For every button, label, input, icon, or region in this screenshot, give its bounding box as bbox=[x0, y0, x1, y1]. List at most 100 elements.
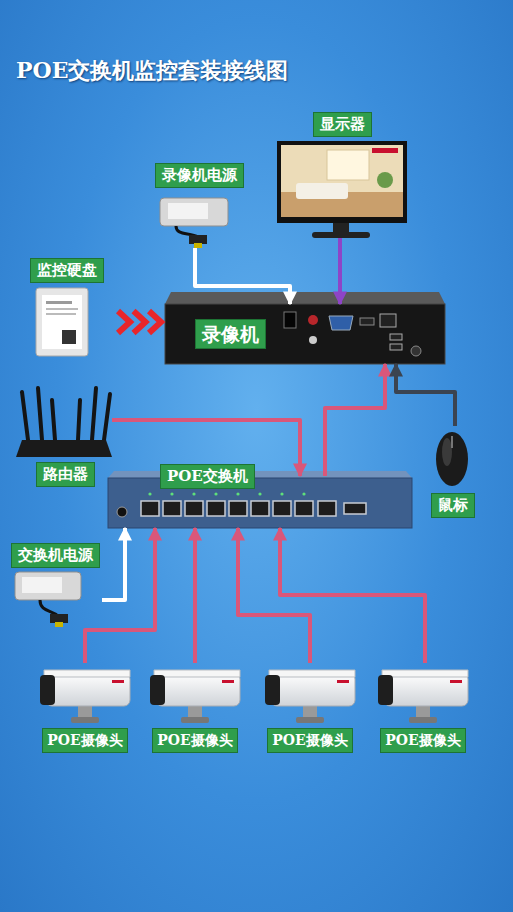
switch-port bbox=[185, 501, 203, 516]
mouse-wheel bbox=[451, 436, 453, 448]
nvr-audio-port bbox=[308, 315, 318, 325]
cable-connector bbox=[238, 528, 310, 663]
node-label: 路由器 bbox=[36, 462, 95, 487]
nvr-usb-port bbox=[390, 334, 402, 340]
hdd-label-line bbox=[46, 308, 78, 310]
switch-port bbox=[251, 501, 269, 516]
router-antenna bbox=[52, 400, 55, 440]
node-label: POE摄像头 bbox=[380, 728, 465, 753]
switch-port bbox=[207, 501, 225, 516]
camera-node: POE摄像头 bbox=[140, 663, 250, 753]
monitor-screen bbox=[281, 145, 403, 217]
mouse-illustration bbox=[436, 432, 468, 486]
diagram-title: POE交换机监控套装接线图 bbox=[16, 56, 288, 86]
monitor-base bbox=[312, 232, 370, 238]
switch-face bbox=[108, 478, 412, 528]
screen-sofa bbox=[296, 183, 348, 199]
adapter-plug-tip bbox=[55, 622, 63, 627]
nvr-adapter-illustration bbox=[160, 198, 228, 248]
power-adapter-node: 交换机电源 bbox=[8, 543, 102, 640]
switch-sfp-port bbox=[344, 503, 366, 514]
node-label: 监控硬盘 bbox=[30, 258, 104, 283]
hdd-illustration bbox=[36, 288, 88, 356]
node-label: POE摄像头 bbox=[267, 728, 352, 753]
node-label: POE交换机 bbox=[160, 464, 255, 489]
cable-connector bbox=[280, 528, 425, 663]
switch-port bbox=[229, 501, 247, 516]
nvr-audio-port bbox=[309, 336, 317, 344]
chevron-arrow bbox=[118, 311, 161, 333]
cable-connector bbox=[102, 528, 125, 600]
power-adapter-node: 录像机电源 bbox=[148, 163, 250, 248]
switch-uplink-port bbox=[318, 501, 336, 516]
router-antenna bbox=[22, 392, 28, 440]
node-label: 交换机电源 bbox=[11, 543, 100, 568]
switch-led bbox=[148, 492, 151, 495]
monitor-node: 显示器 bbox=[275, 112, 409, 238]
screen-window bbox=[327, 150, 369, 180]
camera-illustration bbox=[378, 670, 468, 723]
nvr-top bbox=[165, 292, 445, 304]
monitor-neck bbox=[333, 223, 349, 233]
mouse-node: 鼠标 bbox=[426, 426, 480, 518]
switch-power-port bbox=[117, 507, 127, 517]
camera-node: POE摄像头 bbox=[255, 663, 365, 753]
mouse-body bbox=[436, 432, 468, 486]
node-label: POE摄像头 bbox=[152, 728, 237, 753]
switch-port bbox=[163, 501, 181, 516]
adapter-body bbox=[15, 572, 81, 600]
switch-led bbox=[258, 492, 261, 495]
monitor-logo bbox=[372, 148, 398, 153]
switch-led bbox=[214, 492, 217, 495]
adapter-plug-tip bbox=[194, 243, 202, 248]
cable-connector bbox=[325, 364, 385, 476]
router-antenna bbox=[92, 388, 96, 440]
chevron bbox=[149, 311, 161, 333]
nvr-lan-port bbox=[380, 314, 396, 327]
chevron bbox=[134, 311, 146, 333]
screen-plant bbox=[377, 172, 393, 188]
cable-connector bbox=[396, 364, 455, 426]
switch-port bbox=[295, 501, 313, 516]
monitor-frame bbox=[277, 141, 407, 223]
camera-illustration bbox=[150, 670, 240, 723]
nvr-power-port bbox=[284, 312, 296, 328]
adapter-cord bbox=[40, 600, 58, 616]
router-antenna bbox=[78, 400, 80, 440]
poe-switch-box: POE交换机 bbox=[108, 476, 412, 528]
nvr-illustration bbox=[165, 292, 445, 364]
cable-connector bbox=[338, 238, 342, 304]
switch-led bbox=[280, 492, 283, 495]
switch-led bbox=[236, 492, 239, 495]
switch-led bbox=[302, 492, 305, 495]
switch-port bbox=[273, 501, 291, 516]
cable-connector bbox=[85, 528, 155, 663]
adapter-plug bbox=[189, 235, 207, 244]
switch-top bbox=[108, 471, 412, 478]
router-illustration bbox=[16, 388, 112, 457]
router-body bbox=[16, 440, 112, 457]
switch-led bbox=[192, 492, 195, 495]
cable-connector bbox=[195, 248, 290, 304]
node-label: 鼠标 bbox=[431, 493, 475, 518]
nvr-hdmi-port bbox=[360, 318, 374, 325]
adapter-sticker bbox=[22, 577, 62, 593]
camera-illustration bbox=[40, 670, 130, 723]
hard-disk-node: 监控硬盘 bbox=[20, 258, 114, 358]
nvr-usb-port bbox=[390, 344, 402, 350]
router-antenna bbox=[104, 394, 110, 440]
hdd-body bbox=[36, 288, 88, 356]
chevron bbox=[118, 311, 130, 333]
nvr-power-button bbox=[411, 346, 421, 356]
switch-adapter-illustration bbox=[15, 572, 81, 627]
mouse-highlight bbox=[442, 438, 452, 466]
monitor-illustration bbox=[277, 141, 407, 238]
camera-illustration bbox=[265, 670, 355, 723]
router-antenna bbox=[38, 388, 42, 440]
switch-led bbox=[170, 492, 173, 495]
switch-port bbox=[141, 501, 159, 516]
node-label: 录像机电源 bbox=[155, 163, 244, 188]
switch-illustration bbox=[108, 471, 412, 528]
nvr-face bbox=[165, 304, 445, 364]
